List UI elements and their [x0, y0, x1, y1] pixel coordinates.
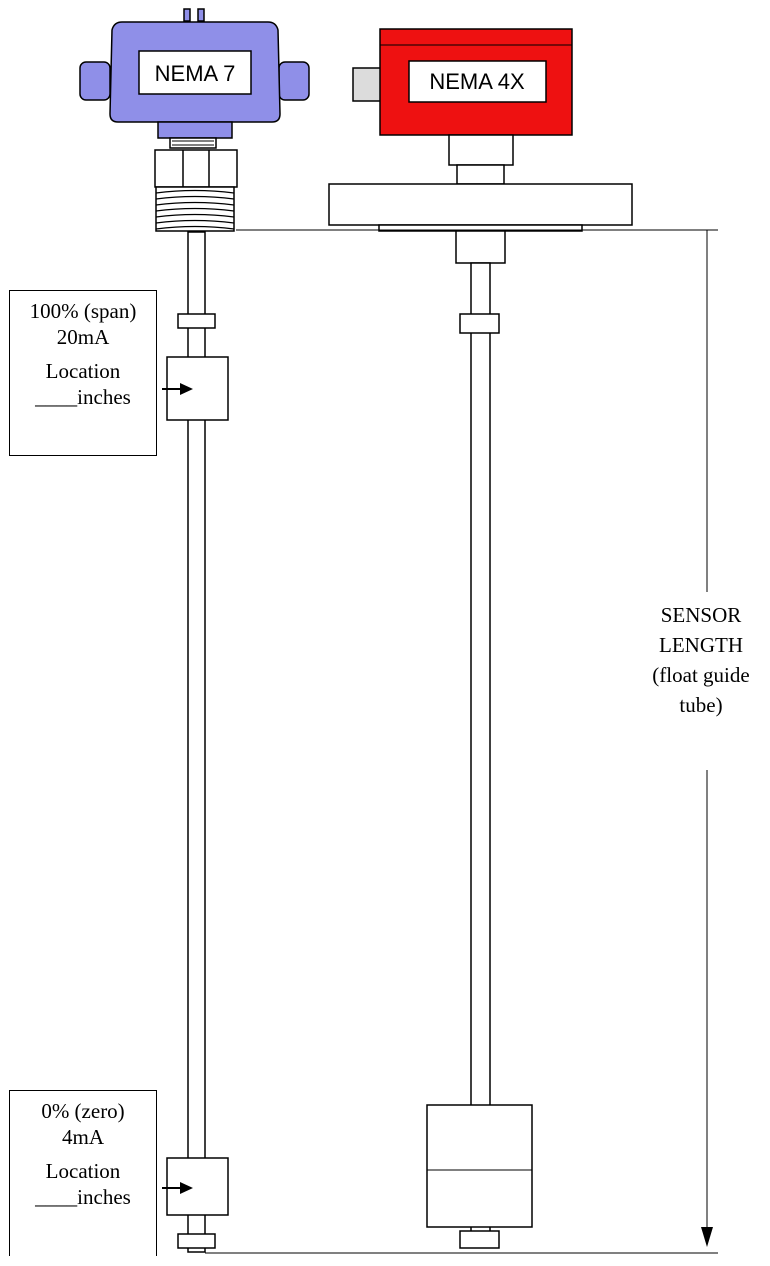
nema4x-bottom-stop: [459, 1230, 500, 1249]
span-inches-field: ____inches: [35, 385, 131, 409]
nema7-hex-nut: [154, 149, 238, 188]
nema7-upper-collar: [177, 313, 216, 329]
nema4x-lower-fitting: [455, 230, 506, 264]
span-location-label: Location: [45, 359, 121, 383]
nema7-guide-tube: [187, 231, 206, 1253]
nema4x-side-cap: [352, 67, 383, 102]
nema4x-flange: [328, 183, 633, 226]
nema7-neck: [157, 121, 233, 139]
zero-arrow: [162, 1182, 193, 1194]
sensor-length-line4: tube): [679, 693, 723, 717]
nema4x-label-plate: [408, 60, 547, 103]
zero-location-box: 0% (zero) 4mA Location ____inches: [9, 1090, 157, 1256]
sensor-length-line3: (float guide: [652, 663, 750, 687]
nema7-thread-lines: [155, 189, 235, 230]
nema7-prong-left: [183, 8, 191, 22]
nema4x-label: NEMA 4X: [429, 69, 525, 94]
nema7-ear-left: [79, 61, 111, 101]
span-arrow: [162, 383, 193, 395]
nema7-ear-right: [278, 61, 310, 101]
nema4x-neck-lower: [456, 164, 505, 185]
span-location-box: 100% (span) 20mA Location ____inches: [9, 290, 157, 456]
nema7-upper-thread: [169, 137, 217, 149]
zero-inches-field: ____inches: [35, 1185, 131, 1209]
nema7-hex-nut-faces: [182, 150, 210, 187]
span-current-label: 20mA: [56, 325, 110, 349]
nema4x-collar: [459, 313, 500, 334]
zero-float: [166, 1157, 229, 1216]
zero-location-label: Location: [45, 1159, 121, 1183]
nema4x-guide-tube: [470, 262, 491, 1246]
sensor-length-line2: LENGTH: [659, 633, 743, 657]
sensor-length-label: SENSOR LENGTH (float guide tube): [632, 600, 770, 720]
nema4x-float: [426, 1104, 533, 1228]
dimension-lines: [205, 229, 718, 1254]
sensor-length-line1: SENSOR: [660, 603, 742, 627]
span-percent-label: 100% (span): [29, 299, 137, 323]
nema4x-neck: [448, 134, 514, 166]
nema7-sensor: [79, 8, 310, 1253]
nema7-prong-right: [197, 8, 205, 22]
nema4x-sensor: [328, 28, 633, 1249]
nema7-upper-thread-lines: [172, 140, 214, 146]
zero-percent-label: 0% (zero): [41, 1099, 125, 1123]
nema7-label: NEMA 7: [155, 61, 236, 86]
zero-current-label: 4mA: [62, 1125, 104, 1149]
dimension-arrowhead-down: [701, 1227, 713, 1247]
nema7-bottom-stop: [177, 1233, 216, 1249]
nema7-label-plate: [138, 50, 252, 95]
